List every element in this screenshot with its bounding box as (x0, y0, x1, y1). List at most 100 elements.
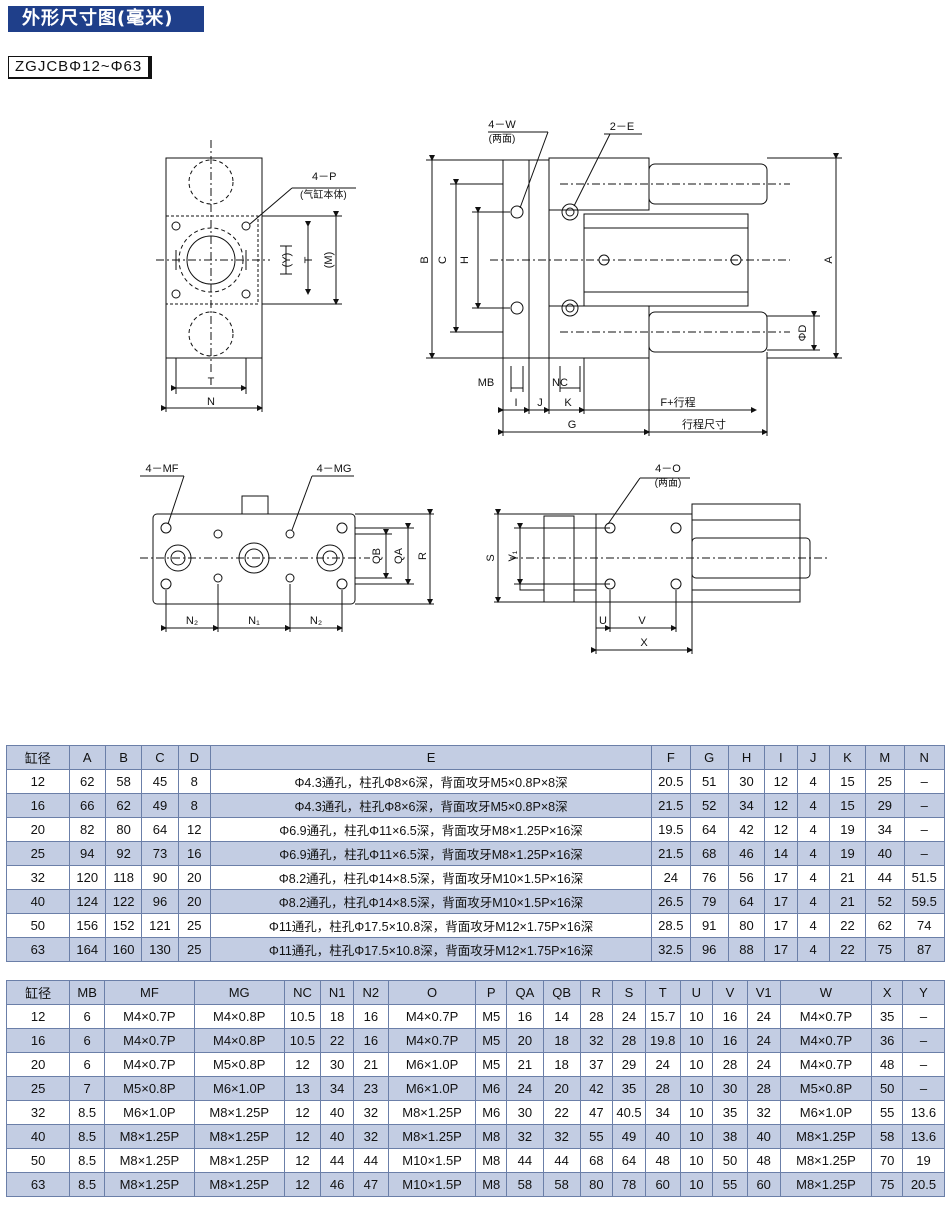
table-cell: M8×1.25P (387, 1124, 477, 1149)
table-cell: 66 (68, 793, 106, 818)
table-cell: 28 (712, 1052, 748, 1077)
page-title: 外形尺寸图(毫米) (8, 6, 204, 32)
table-cell: 19 (901, 1148, 946, 1173)
label-w: 4－W (488, 119, 516, 131)
table-cell: 78 (612, 1172, 646, 1197)
table-cell: M4×0.8P (193, 1004, 285, 1029)
table-cell: Φ8.2通孔，柱孔Φ14×8.5深，背面攻牙M10×1.5P×16深 (209, 865, 653, 890)
table-cell: 32 (579, 1028, 614, 1053)
table-cell: 4 (796, 865, 830, 890)
table-cell: 35 (712, 1100, 748, 1125)
column-header: Y (901, 980, 946, 1005)
table-cell: 51.5 (903, 865, 945, 890)
table-cell: 96 (689, 937, 729, 962)
column-header: P (475, 980, 508, 1005)
table-cell: M8×1.25P (193, 1172, 285, 1197)
table-cell: M4×0.7P (387, 1028, 477, 1053)
table-cell: 24 (746, 1004, 781, 1029)
table-cell: – (901, 1076, 946, 1101)
table-cell: 13 (283, 1076, 322, 1101)
table-cell: 36 (871, 1028, 903, 1053)
column-header: J (796, 745, 830, 770)
table-cell: M8×1.25P (193, 1148, 285, 1173)
table-cell: 18 (320, 1004, 354, 1029)
table-cell: – (903, 841, 945, 866)
column-header: G (689, 745, 729, 770)
table-cell: 46 (727, 841, 766, 866)
table-cell: 16 (712, 1004, 748, 1029)
table-cell: 16 (352, 1028, 389, 1053)
table-cell: 44 (542, 1148, 581, 1173)
label-x: X (640, 637, 648, 649)
table-cell: 156 (68, 913, 106, 938)
table-cell: 22 (320, 1028, 354, 1053)
label-w-note: (两面) (489, 134, 516, 145)
table-cell: 30 (320, 1052, 354, 1077)
label-nc: NC (552, 377, 568, 389)
table-cell: 44 (320, 1148, 354, 1173)
table-cell: M6×1.0P (387, 1052, 477, 1077)
table-cell: 12 (283, 1172, 322, 1197)
table-cell: 17 (764, 937, 798, 962)
table-cell: 121 (141, 913, 179, 938)
column-header: H (727, 745, 766, 770)
label-n: N (207, 396, 215, 408)
label-f: F+行程 (660, 396, 695, 409)
column-header: V (712, 980, 748, 1005)
table-cell: 75 (865, 937, 905, 962)
table-cell: M10×1.5P (387, 1148, 477, 1173)
table-cell: Φ6.9通孔，柱孔Φ11×6.5深，背面攻牙M8×1.25P×16深 (209, 841, 653, 866)
table-cell: 24 (746, 1052, 781, 1077)
table-cell: 34 (320, 1076, 354, 1101)
table-cell: 60 (644, 1172, 681, 1197)
table-cell: 118 (104, 865, 143, 890)
table-cell: 79 (689, 889, 729, 914)
table-cell: 20 (177, 865, 211, 890)
table-cell: M6 (475, 1100, 508, 1125)
table-cell: 58 (104, 769, 143, 794)
table-cell: 24 (644, 1052, 681, 1077)
table-cell: 40 (644, 1124, 681, 1149)
table-cell: M4×0.7P (779, 1028, 873, 1053)
column-header: E (209, 745, 653, 770)
table-cell: 29 (612, 1052, 646, 1077)
table-cell: 28 (612, 1028, 646, 1053)
table-cell: 12 (5, 1004, 71, 1029)
label-n2-left: N₂ (186, 615, 198, 627)
table-cell: 73 (141, 841, 179, 866)
table-cell: 55 (712, 1172, 748, 1197)
table-cell: 63 (5, 1172, 71, 1197)
column-header: N (903, 745, 945, 770)
table-cell: 32 (506, 1124, 544, 1149)
table-cell: 40 (746, 1124, 781, 1149)
table-cell: 12 (6, 769, 70, 794)
table-cell: 15 (828, 769, 867, 794)
table-cell: 8 (177, 793, 211, 818)
table-cell: M10×1.5P (387, 1172, 477, 1197)
table-cell: M5×0.8P (779, 1076, 873, 1101)
table-cell: 164 (68, 937, 106, 962)
table-cell: 75 (871, 1172, 903, 1197)
label-i: I (514, 397, 517, 409)
table-cell: 18 (542, 1028, 581, 1053)
table-cell: 40 (5, 1124, 71, 1149)
table-cell: 8 (177, 769, 211, 794)
table-cell: 4 (796, 841, 830, 866)
table-cell: 10 (679, 1052, 714, 1077)
table-cell: 10 (679, 1004, 714, 1029)
table-cell: 24 (506, 1076, 544, 1101)
table-cell: 21 (506, 1052, 544, 1077)
column-header: MF (103, 980, 195, 1005)
table-cell: 30 (727, 769, 766, 794)
table-cell: Φ11通孔，柱孔Φ17.5×10.8深，背面攻牙M12×1.75P×16深 (209, 937, 653, 962)
table-cell: 94 (68, 841, 106, 866)
table-cell: 8.5 (69, 1124, 105, 1149)
column-header: D (177, 745, 211, 770)
table-cell: 21.5 (651, 793, 691, 818)
table-cell: 52 (865, 889, 905, 914)
table-cell: 38 (712, 1124, 748, 1149)
